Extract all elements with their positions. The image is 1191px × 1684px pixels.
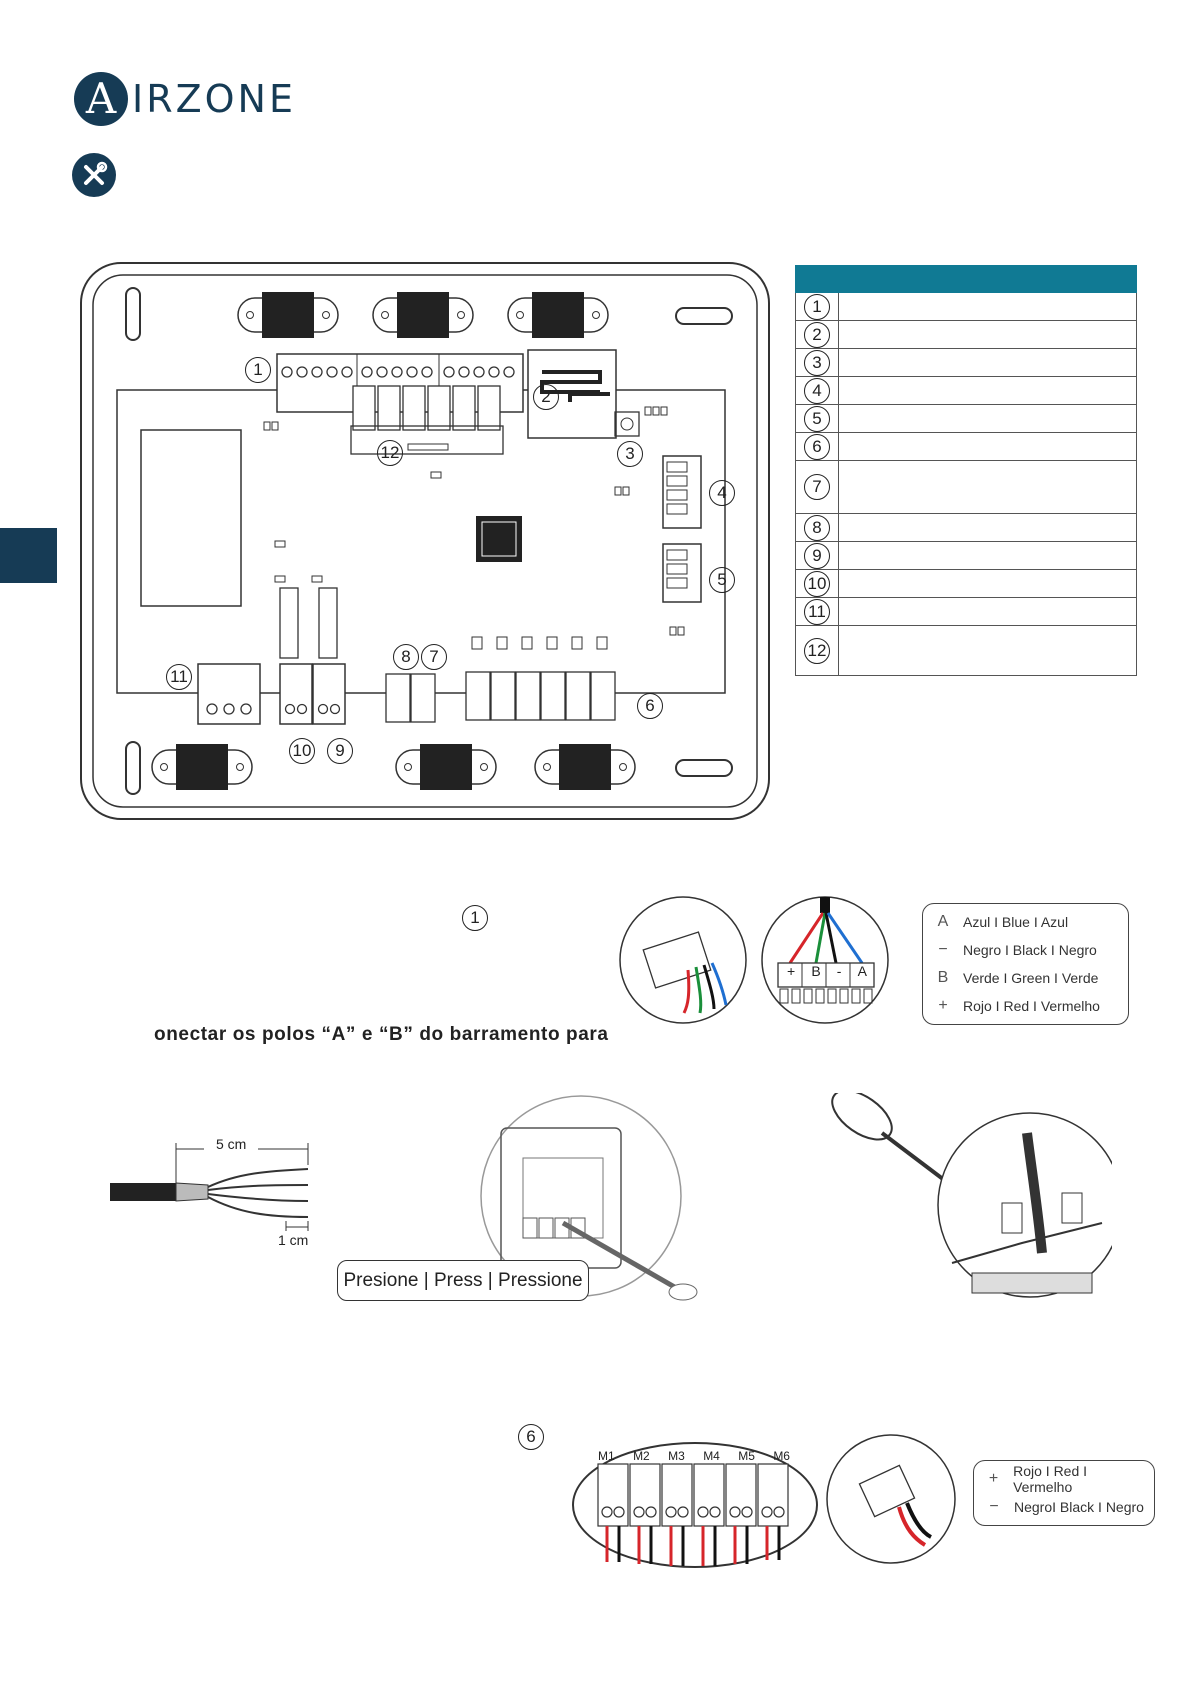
terminal-m2: M2 — [633, 1449, 650, 1463]
board-diagram — [80, 262, 770, 820]
callout-10: 10 — [289, 738, 315, 764]
legend-row: 9 — [795, 541, 1137, 570]
legend-row: 2 — [795, 320, 1137, 349]
cable-strip-diagram — [110, 1143, 309, 1231]
legend-row: 1 — [795, 292, 1137, 321]
clip-top-2 — [372, 292, 474, 338]
legend-row: 5 — [795, 404, 1137, 433]
clip-bottom-2 — [395, 744, 497, 790]
clip-top-1 — [237, 292, 339, 338]
tip-length-label: 1 cm — [278, 1232, 309, 1248]
legend-row: 6 — [795, 432, 1137, 461]
press-label: Presione | Press | Pressione — [337, 1260, 589, 1301]
motor-terminals-illustration — [572, 1442, 818, 1568]
side-tab — [0, 528, 57, 583]
callout-2: 2 — [533, 384, 559, 410]
logo-text: IRZONE — [132, 77, 296, 121]
bus-connector-illustration — [619, 896, 747, 1024]
screwdriver-illustration — [831, 1093, 1112, 1298]
legend-header — [795, 265, 1137, 293]
airzone-logo: A IRZONE — [74, 72, 296, 126]
terminal-m3: M3 — [668, 1449, 685, 1463]
legend-row: 8 — [795, 513, 1137, 542]
key-row: +Rojo I Red I Vermelho — [938, 997, 1100, 1014]
clip-bottom-1 — [151, 744, 253, 790]
callout-9: 9 — [327, 738, 353, 764]
legend-table: 1 2 3 4 5 6 7 8 9 10 11 12 — [795, 265, 1137, 676]
press-illustration — [480, 1095, 698, 1301]
motor-ref-callout: 6 — [518, 1424, 544, 1450]
callout-5: 5 — [709, 567, 735, 593]
legend-row: 7 — [795, 460, 1137, 514]
key-row: −Negro I Black I Negro — [938, 941, 1097, 958]
callout-8: 8 — [393, 644, 419, 670]
legend-row: 10 — [795, 569, 1137, 598]
motor-terminal-labels: M1 M2 M3 M4 M5 M6 — [598, 1449, 790, 1463]
legend-row: 12 — [795, 625, 1137, 676]
callout-7: 7 — [421, 644, 447, 670]
terminal-a: A — [857, 963, 867, 979]
legend-row: 3 — [795, 348, 1137, 377]
terminal-b: B — [811, 963, 821, 979]
strip-length-label: 5 cm — [216, 1136, 247, 1152]
bus-terminal-labels: + B - A — [779, 963, 875, 979]
clip-bottom-3 — [534, 744, 636, 790]
key-row: −NegroI Black I Negro — [989, 1498, 1144, 1515]
tools-icon — [72, 153, 116, 197]
callout-1: 1 — [245, 357, 271, 383]
bus-terminal-illustration — [761, 896, 889, 1024]
bus-instruction-text: onectar os polos “A” e “B” do barramento… — [154, 1024, 609, 1045]
legend-row: 4 — [795, 376, 1137, 405]
terminal-m1: M1 — [598, 1449, 615, 1463]
motor-connector-illustration — [826, 1434, 956, 1564]
callout-3: 3 — [617, 441, 643, 467]
callout-12: 12 — [377, 440, 403, 466]
terminal-plus: + — [787, 963, 796, 979]
bus-ref-callout: 1 — [462, 905, 488, 931]
legend-row: 11 — [795, 597, 1137, 626]
clip-top-3 — [507, 292, 609, 338]
key-row: +Rojo I Red I Vermelho — [988, 1463, 1088, 1495]
terminal-m5: M5 — [738, 1449, 755, 1463]
callout-6: 6 — [637, 693, 663, 719]
callout-11: 11 — [166, 664, 192, 690]
terminal-minus: - — [836, 963, 842, 979]
terminal-m6: M6 — [773, 1449, 790, 1463]
terminal-m4: M4 — [703, 1449, 720, 1463]
callout-4: 4 — [709, 480, 735, 506]
logo-letter: A — [85, 74, 117, 123]
logo-ring: A — [74, 72, 128, 126]
motor-wire-key: +Rojo I Red I Vermelho −NegroI Black I N… — [973, 1460, 1155, 1526]
